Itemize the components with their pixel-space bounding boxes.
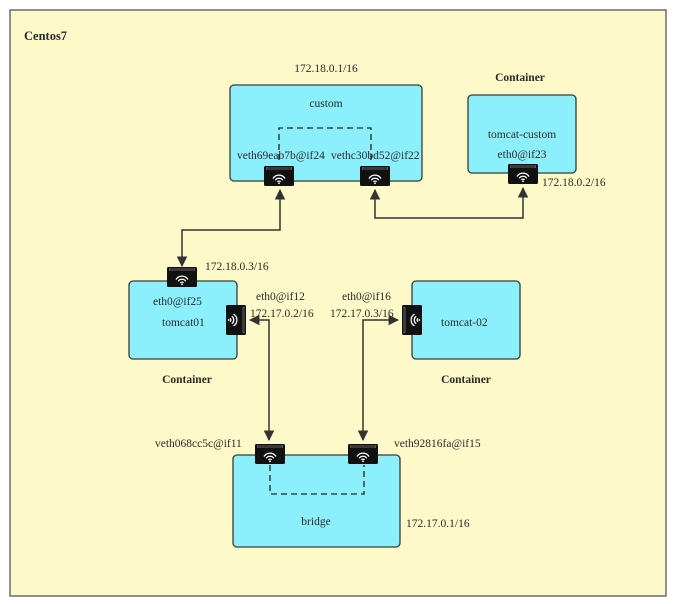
bridge-veth-right: veth92816fa@if15 <box>394 438 481 450</box>
custom-network-subnet: 172.18.0.1/16 <box>294 63 358 75</box>
bridge-network-name: bridge <box>301 516 330 528</box>
custom-network-box[interactable] <box>229 84 423 182</box>
network-card-icon <box>360 166 390 186</box>
link-tomcat01-bridge <box>248 314 275 442</box>
tomcat02-name: tomcat-02 <box>441 317 488 329</box>
tomcat-custom-ip: 172.18.0.2/16 <box>542 177 606 189</box>
bridge-network-box[interactable] <box>232 454 401 548</box>
bridge-network-subnet: 172.17.0.1/16 <box>406 518 470 530</box>
bridge-internal-link <box>269 465 365 495</box>
link-custom-tomcat-custom <box>369 186 529 219</box>
tomcat01-ip-bridge: 172.17.0.2/16 <box>250 308 314 320</box>
tomcat02-iface-bridge: eth0@if16 <box>342 291 391 303</box>
tomcat-custom-name: tomcat-custom <box>488 129 556 141</box>
tomcat01-ip-custom: 172.18.0.3/16 <box>205 261 269 273</box>
custom-network-name: custom <box>309 98 342 110</box>
bridge-veth-left: veth068cc5c@if11 <box>155 438 242 450</box>
tomcat01-iface-custom: eth0@if25 <box>153 296 202 308</box>
tomcat02-caption: Container <box>441 374 491 386</box>
tomcat02-ip-bridge: 172.17.0.3/16 <box>330 308 394 320</box>
tomcat-custom-iface: eth0@if23 <box>498 149 547 161</box>
network-card-icon <box>226 305 246 335</box>
network-card-icon <box>264 166 294 186</box>
network-card-icon <box>255 444 285 464</box>
network-card-icon <box>508 164 538 184</box>
tomcat01-name: tomcat01 <box>162 317 205 329</box>
network-card-icon <box>348 444 378 464</box>
custom-veth-right: vethc30bd52@if22 <box>331 150 420 162</box>
network-card-icon <box>402 305 422 335</box>
tomcat-custom-caption: Container <box>495 72 545 84</box>
custom-internal-link <box>278 127 372 160</box>
link-tomcat02-bridge <box>357 314 400 442</box>
tomcat01-caption: Container <box>162 374 212 386</box>
network-card-icon <box>167 267 197 287</box>
link-tomcat01-custom <box>176 188 286 268</box>
tomcat01-iface-bridge: eth0@if12 <box>256 291 305 303</box>
custom-veth-left: veth69eab7b@if24 <box>237 150 325 162</box>
host-title: Centos7 <box>24 29 67 43</box>
